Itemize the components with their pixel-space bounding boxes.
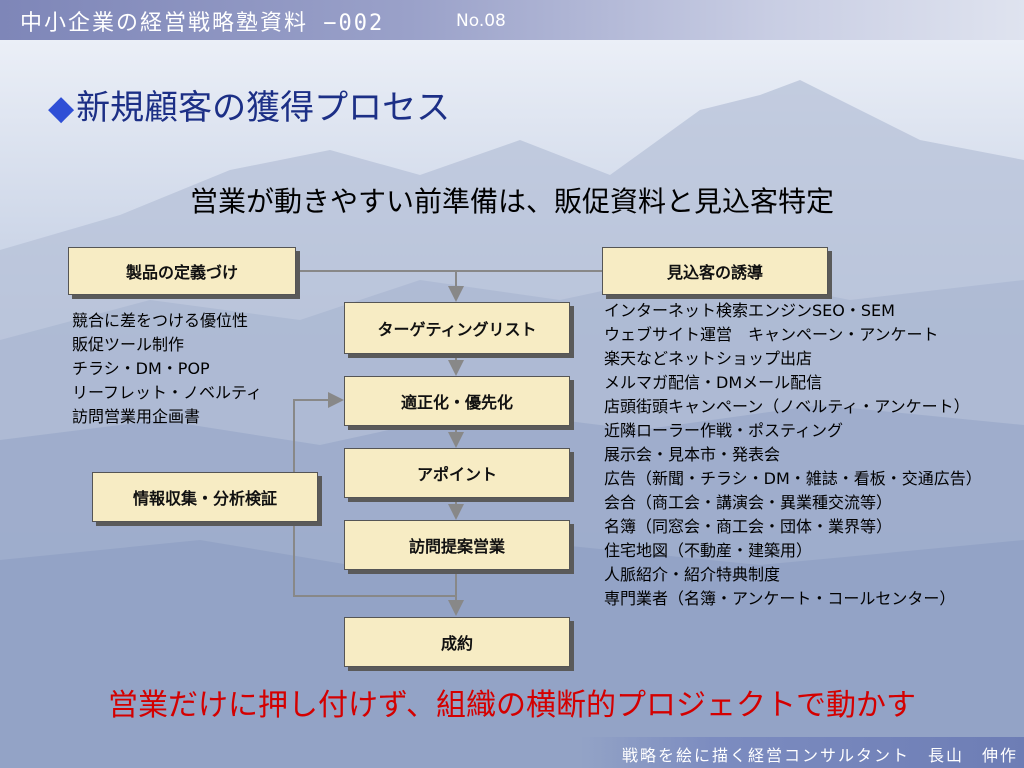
slide-title: ◆新規顧客の獲得プロセス (48, 80, 450, 129)
list-item: 専門業者（名簿・アンケート・コールセンター） (604, 589, 956, 608)
list-item: インターネット検索エンジンSEO・SEM (604, 301, 895, 320)
list-item: 楽天などネットショップ出店 (604, 349, 813, 368)
appointment-box: アポイント (344, 448, 570, 498)
header-bar: 中小企業の経営戦略塾資料 −002 No.08 (0, 0, 1024, 40)
list-item: 名簿（同窓会・商工会・団体・業界等） (604, 517, 893, 536)
list-item: リーフレット・ノベルティ (72, 383, 263, 402)
list-item: 競合に差をつける優位性 (72, 311, 249, 330)
list-item: メルマガ配信・DMメール配信 (604, 373, 823, 392)
list-item: 近隣ローラー作戦・ポスティング (604, 421, 844, 440)
header-title: 中小企業の経営戦略塾資料 −002 (20, 11, 385, 36)
list-item: チラシ・DM・POP (72, 359, 210, 378)
list-item: 住宅地図（不動産・建築用） (604, 541, 813, 560)
footer-bar: 戦略を絵に描く経営コンサルタント 長山 伸作 (580, 737, 1024, 768)
visit-sales-box: 訪問提案営業 (344, 520, 570, 570)
contract-box: 成約 (344, 617, 570, 667)
targeting-list-box: ターゲティングリスト (344, 302, 570, 354)
list-item: 会合（商工会・講演会・異業種交流等） (604, 493, 893, 512)
slide-subtitle: 営業が動きやすい前準備は、販促資料と見込客特定 (189, 185, 834, 218)
product-points-list: 競合に差をつける優位性 販促ツール制作 チラシ・DM・POP リーフレット・ノベ… (72, 309, 262, 429)
footer-credit: 戦略を絵に描く経営コンサルタント 長山 伸作 (621, 746, 1018, 765)
list-item: 広告（新聞・チラシ・DM・雑誌・看板・交通広告） (604, 469, 982, 488)
prospect-channels-list: インターネット検索エンジンSEO・SEM ウェブサイト運営 キャンペーン・アンケ… (604, 299, 982, 611)
product-definition-box: 製品の定義づけ (68, 247, 296, 295)
list-item: 人脈紹介・紹介特典制度 (604, 565, 781, 584)
conclusion-text: 営業だけに押し付けず、組織の横断的プロジェクトで動かす (108, 688, 916, 723)
list-item: 訪問営業用企画書 (72, 407, 201, 426)
prospect-induction-box: 見込客の誘導 (602, 247, 828, 295)
info-analysis-box: 情報収集・分析検証 (92, 472, 318, 522)
slide-title-text: 新規顧客の獲得プロセス (76, 88, 451, 128)
list-item: ウェブサイト運営 キャンペーン・アンケート (604, 325, 939, 344)
optimize-prioritize-box: 適正化・優先化 (344, 376, 570, 426)
list-item: 店頭街頭キャンペーン（ノベルティ・アンケート） (604, 397, 970, 416)
list-item: 展示会・見本市・発表会 (604, 445, 781, 464)
slide-number: No.08 (456, 11, 506, 31)
list-item: 販促ツール制作 (72, 335, 185, 354)
diamond-icon: ◆ (48, 88, 75, 128)
